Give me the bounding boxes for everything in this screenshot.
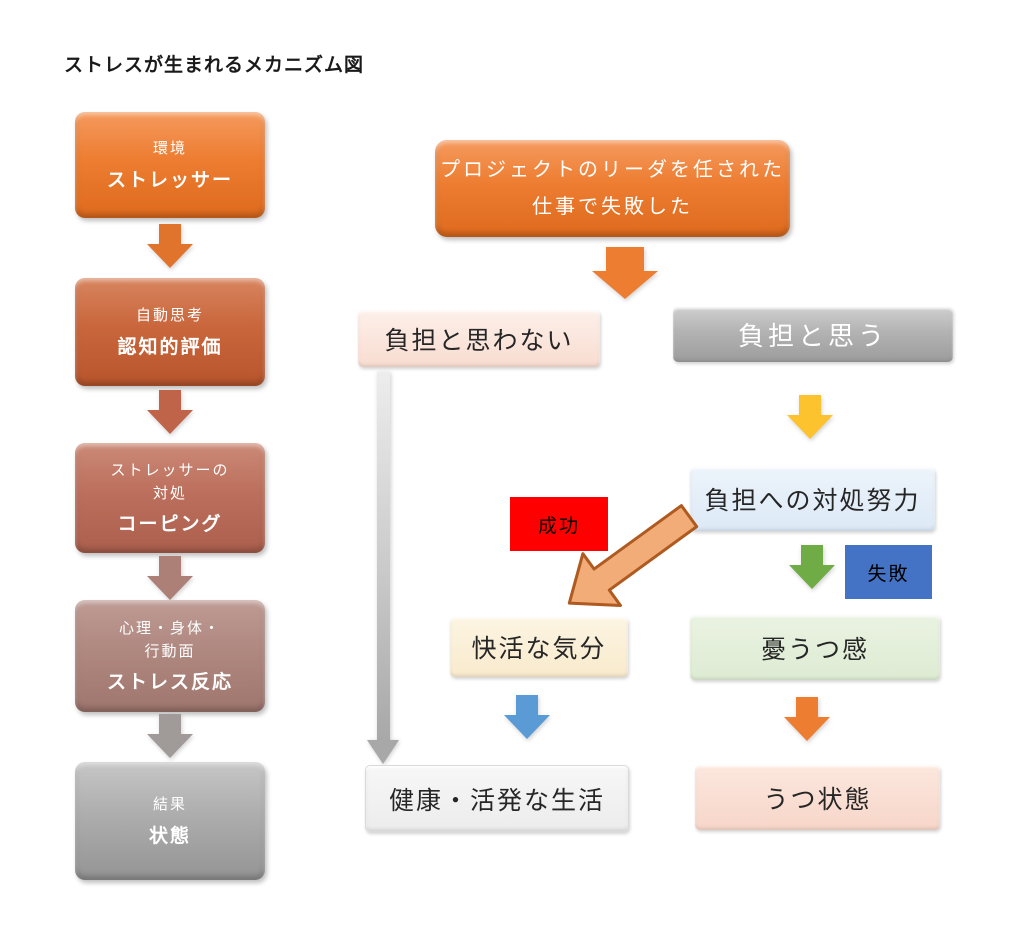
arrow-head <box>147 576 193 600</box>
arrow-shaft <box>801 545 823 565</box>
page-title: ストレスが生まれるメカニズム図 <box>64 55 365 76</box>
success-label: 成功 <box>510 497 608 551</box>
box-no-burden-label: 負担と思わない <box>384 327 574 355</box>
arrow-shaft <box>159 556 181 576</box>
box-cheerful-mood-label: 快活な気分 <box>471 636 607 663</box>
arrow-burden-down <box>787 395 833 439</box>
arrow-success-diagonal <box>555 492 705 627</box>
arrow-trigger-down <box>592 247 658 299</box>
arrow-shaft <box>606 247 644 271</box>
box-burden-label: 負担と思う <box>737 322 888 351</box>
box-subtitle: ストレッサーの <box>110 462 230 479</box>
arrow-head <box>787 415 833 439</box>
box-subtitle: 自動思考 <box>135 308 204 325</box>
arrow-shaft <box>799 395 821 415</box>
box-cheerful-mood: 快活な気分 <box>450 617 628 677</box>
arrow-head <box>504 715 550 739</box>
box-healthy-life-label: 健康・活発な生活 <box>388 787 605 815</box>
arrow-shaft <box>516 695 538 715</box>
arrow-head <box>367 740 399 764</box>
box-depressive-state-label: うつ状態 <box>763 786 872 814</box>
arrow-head <box>147 244 193 268</box>
trigger-line-2: 仕事で失敗した <box>532 195 693 218</box>
arrow-cheerful-down <box>504 695 550 739</box>
box-depressive-state: うつ状態 <box>695 765 940 830</box>
arrow-shaft <box>159 714 181 734</box>
box-burden: 負担と思う <box>673 307 953 362</box>
arrow-coping-to-response <box>147 556 193 600</box>
diagonal-arrow-icon <box>567 504 699 607</box>
failure-label-text: 失敗 <box>867 563 910 585</box>
box-title: 認知的評価 <box>117 336 223 358</box>
arrow-gloom-down <box>784 697 830 741</box>
box-gloom-label: 憂うつ感 <box>760 636 869 664</box>
box-coping-effort: 負担への対処努力 <box>690 467 935 531</box>
arrow-stressor-to-appraisal <box>147 224 193 268</box>
box-title: 状態 <box>148 825 191 847</box>
arrow-shaft <box>159 390 181 410</box>
arrow-shaft <box>796 697 818 717</box>
flow-box-coping: ストレッサーの 対処 コーピング <box>75 443 265 553</box>
box-subtitle-2: 対処 <box>152 486 187 502</box>
arrow-response-to-result <box>147 714 193 758</box>
arrow-shaft <box>376 372 390 740</box>
box-title: ストレッサー <box>106 169 233 191</box>
arrow-coping-effort-failure <box>789 545 835 589</box>
box-title: コーピング <box>117 514 223 536</box>
box-subtitle: 環境 <box>152 141 187 158</box>
trigger-box: プロジェクトのリーダを任された 仕事で失敗した <box>435 140 790 237</box>
arrow-appraisal-to-coping <box>147 390 193 434</box>
arrow-no-burden-to-healthy <box>367 372 399 764</box>
flow-box-result-state: 結果 状態 <box>75 762 265 880</box>
flow-box-stress-response: 心理・身体・ 行動面 ストレス反応 <box>75 600 265 712</box>
box-subtitle: 心理・身体・ <box>118 620 221 637</box>
box-subtitle: 結果 <box>152 797 187 814</box>
box-title: ストレス反応 <box>106 672 233 694</box>
success-label-text: 成功 <box>537 515 580 537</box>
box-subtitle-2: 行動面 <box>144 644 196 660</box>
arrow-head <box>789 565 835 589</box>
arrow-head <box>147 734 193 758</box>
box-gloom: 憂うつ感 <box>690 615 940 680</box>
failure-label: 失敗 <box>845 545 932 599</box>
flow-box-cognitive-appraisal: 自動思考 認知的評価 <box>75 278 265 386</box>
arrow-head <box>147 410 193 434</box>
arrow-head <box>592 271 658 299</box>
trigger-line-1: プロジェクトのリーダを任された <box>440 158 785 181</box>
box-healthy-life: 健康・活発な生活 <box>365 765 629 832</box>
flow-box-stressor: 環境 ストレッサー <box>75 112 265 218</box>
arrow-head <box>784 717 830 741</box>
box-coping-effort-label: 負担への対処努力 <box>704 488 921 515</box>
arrow-shaft <box>159 224 181 244</box>
box-no-burden: 負担と思わない <box>358 310 600 367</box>
